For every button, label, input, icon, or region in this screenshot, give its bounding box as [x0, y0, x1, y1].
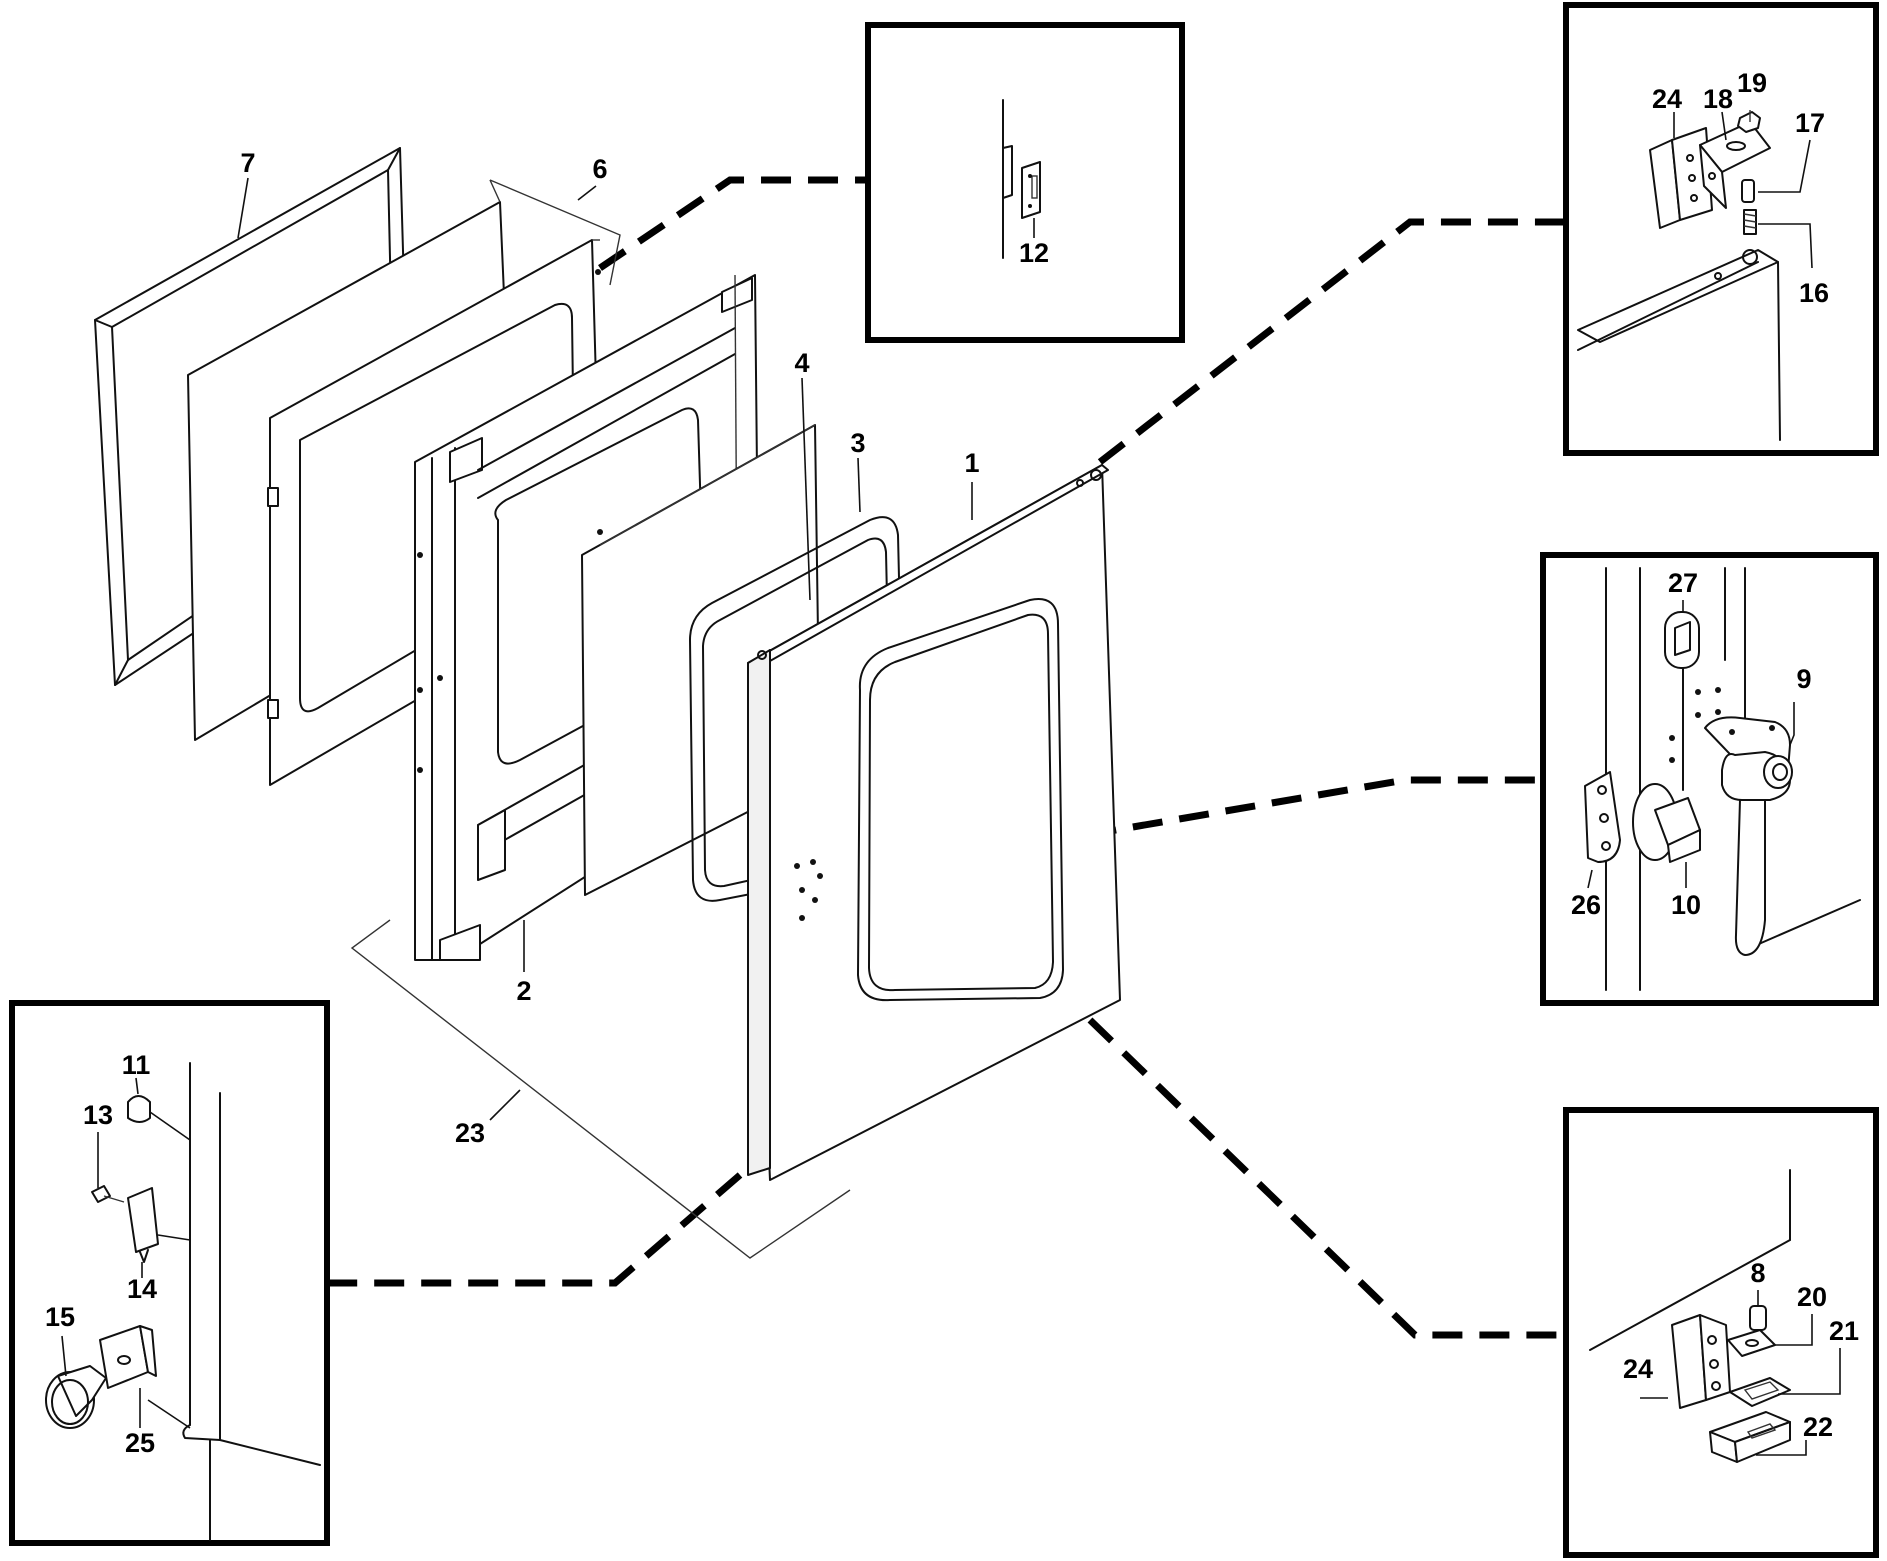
part-assembly-bracket [350, 919, 851, 1259]
callout-4: 4 [794, 348, 809, 378]
callout-27: 27 [1668, 568, 1698, 598]
callout-14: 14 [127, 1274, 157, 1304]
callout-10: 10 [1671, 890, 1701, 920]
callout-9: 9 [1796, 664, 1811, 694]
callout-26: 26 [1571, 890, 1601, 920]
callout-18: 18 [1703, 84, 1733, 114]
callout-3: 3 [850, 428, 865, 458]
connector-left-detail [330, 1172, 743, 1287]
callout-2: 2 [516, 976, 531, 1006]
callout-24-bottom: 24 [1623, 1354, 1653, 1384]
callout-21: 21 [1829, 1316, 1859, 1346]
callout-15: 15 [45, 1302, 75, 1332]
callout-16: 16 [1799, 278, 1829, 308]
callout-7: 7 [240, 148, 255, 178]
callout-6: 6 [592, 154, 607, 184]
detail-connectors [330, 176, 1565, 1339]
callout-12: 12 [1019, 238, 1049, 268]
detail-box-top-hinge: 24 18 19 17 16 [1563, 2, 1879, 456]
detail-box-bottom-hinge: 8 20 21 22 24 [1563, 1107, 1879, 1558]
detail-box-left-side: 11 13 14 15 25 [9, 1000, 330, 1546]
callout-25: 25 [125, 1428, 155, 1458]
connector-bottom-hinge-detail [1087, 1017, 1565, 1339]
detail-box-latch: 12 [865, 22, 1185, 343]
part-door-body [747, 464, 1121, 1181]
detail-box-handle: 27 9 26 10 [1540, 552, 1879, 1006]
callout-11: 11 [122, 1050, 151, 1080]
callout-13: 13 [83, 1100, 113, 1130]
callout-19: 19 [1737, 68, 1767, 98]
callout-1: 1 [964, 448, 979, 478]
connector-top-hinge-detail [1097, 218, 1565, 465]
connector-latch-detail [598, 176, 870, 271]
callout-17: 17 [1795, 108, 1825, 138]
callout-20: 20 [1797, 1282, 1827, 1312]
main-leader-lines [237, 177, 973, 1121]
main-callouts: 7 6 4 3 1 2 23 [240, 148, 979, 1148]
callout-22: 22 [1803, 1412, 1833, 1442]
callout-24-top: 24 [1652, 84, 1682, 114]
callout-23: 23 [455, 1118, 485, 1148]
callout-8: 8 [1750, 1258, 1765, 1288]
